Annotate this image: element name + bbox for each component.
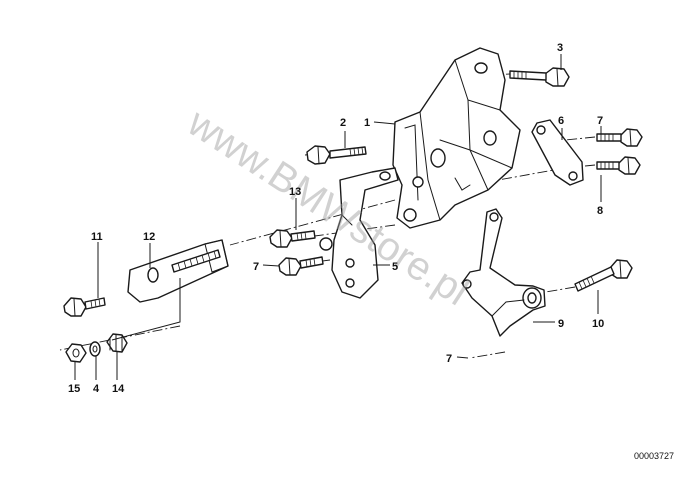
callout-8: 8: [597, 205, 603, 217]
callout-5: 5: [392, 261, 398, 273]
callout-11: 11: [91, 231, 103, 243]
callout-labels: 1 2 3 6 7 8 13 11 12 7 5 9 10 7 15 4 14: [68, 42, 604, 395]
callout-7-top: 7: [597, 115, 603, 127]
callout-2: 2: [340, 117, 346, 129]
callout-leaders: [74, 54, 602, 380]
callout-14: 14: [112, 383, 125, 395]
callout-10: 10: [592, 318, 604, 330]
callout-13: 13: [289, 186, 301, 198]
diagram-id: 00003727: [634, 451, 674, 461]
bolt-part-3: [509, 67, 570, 87]
callout-7-bottom: 7: [446, 353, 452, 365]
callout-3: 3: [557, 42, 563, 54]
bolt-part-7-middle: [278, 256, 324, 276]
callout-6: 6: [558, 115, 564, 127]
bolt-part-11: [63, 297, 106, 317]
bolt-part-13: [269, 229, 316, 248]
callout-4: 4: [93, 383, 100, 395]
bolt-part-10: [574, 259, 633, 292]
plate-bracket-part-5: [319, 167, 399, 299]
small-plate-part-6: [531, 119, 584, 186]
special-nut-part-14: [106, 333, 128, 353]
tension-arm-part-9: [461, 208, 546, 337]
bolt-part-2: [306, 145, 367, 165]
bolt-part-8: [596, 156, 641, 175]
nut-part-15: [65, 343, 87, 363]
main-bracket-part-1: [392, 47, 521, 229]
bolt-part-7-top: [596, 128, 643, 147]
callout-9: 9: [558, 318, 564, 330]
washer-part-4: [89, 341, 101, 357]
callout-15: 15: [68, 383, 80, 395]
callout-12: 12: [143, 231, 155, 243]
callout-7-middle: 7: [253, 261, 259, 273]
callout-1: 1: [364, 117, 370, 129]
slotted-plate-part-12: [127, 239, 229, 303]
